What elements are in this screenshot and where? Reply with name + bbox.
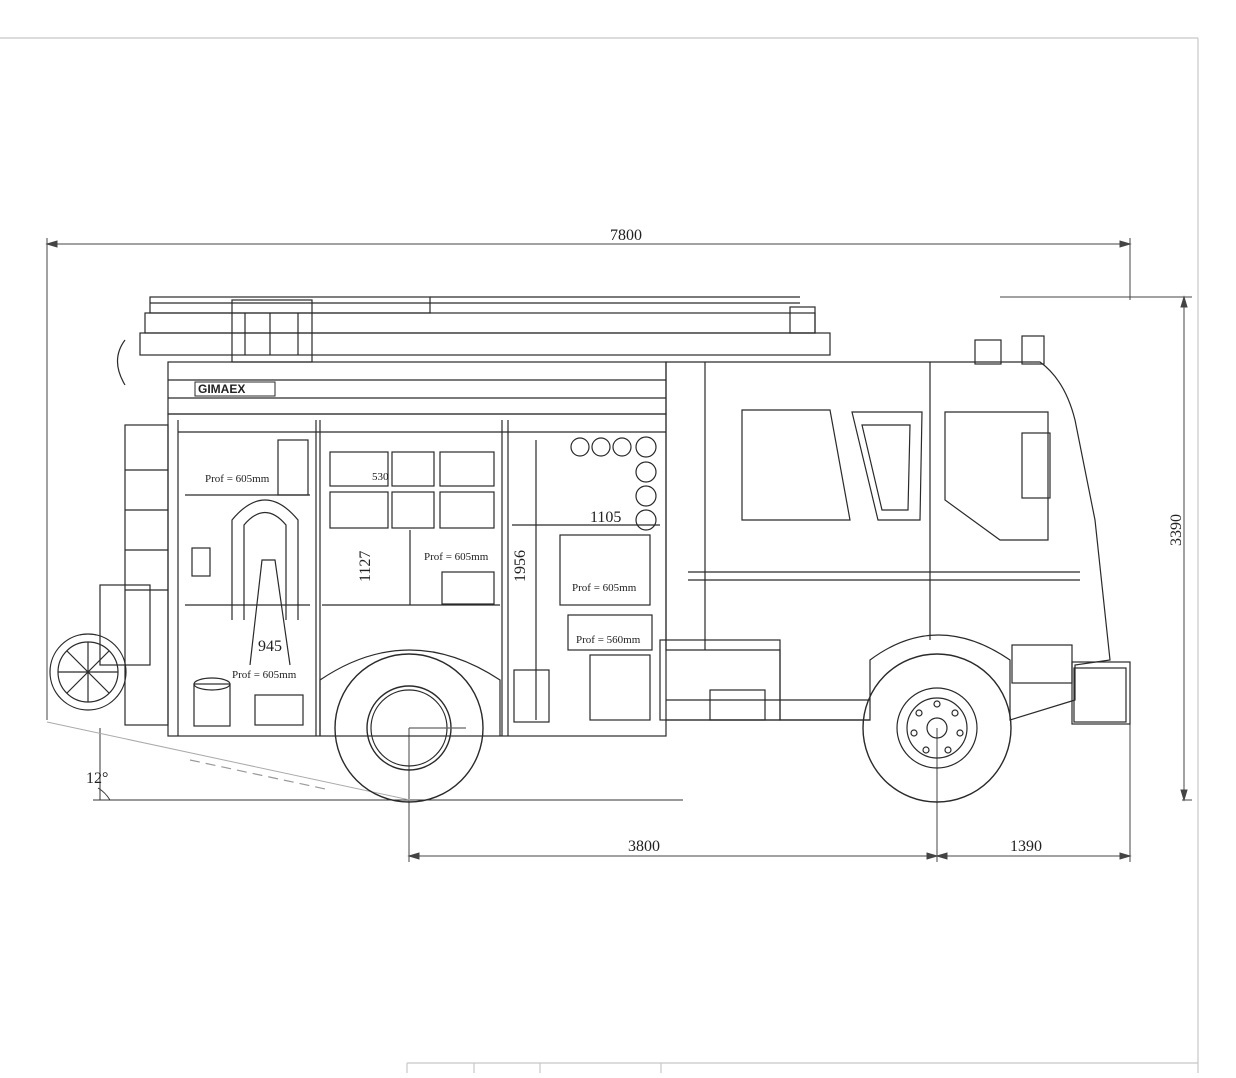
- wheelbase-dimension: [407, 720, 1132, 862]
- overall-height-dimension: [1000, 295, 1192, 802]
- compartment-height-left-label: 945: [258, 638, 282, 655]
- overall-height-label: 3390: [1168, 514, 1185, 546]
- compartment-height-mid-label: 1127: [357, 551, 374, 582]
- brand-logo: GIMAEX: [198, 382, 245, 396]
- depth-label-right: Prof = 605mm: [572, 582, 637, 594]
- truck-outline: [49, 296, 1131, 803]
- box-label: 530: [372, 471, 389, 483]
- wheelbase-label: 3800: [628, 838, 660, 855]
- sheet-frame: [0, 37, 1199, 1073]
- depth-label-left-lower: Prof = 605mm: [232, 669, 297, 681]
- overall-length-label: 7800: [610, 227, 642, 244]
- compartment-height-right-label: 1956: [512, 550, 529, 582]
- overall-length-dimension: [45, 238, 1132, 720]
- front-overhang-label: 1390: [1010, 838, 1042, 855]
- compartment-width-right-label: 1105: [590, 509, 621, 526]
- depth-label-left-upper: Prof = 605mm: [205, 473, 270, 485]
- ground-line: [46, 721, 683, 801]
- approach-angle-label: 12°: [86, 770, 108, 787]
- logo-plate: [194, 381, 276, 397]
- depth-label-middle: Prof = 605mm: [424, 551, 489, 563]
- depth-label-right-small: Prof = 560mm: [576, 634, 641, 646]
